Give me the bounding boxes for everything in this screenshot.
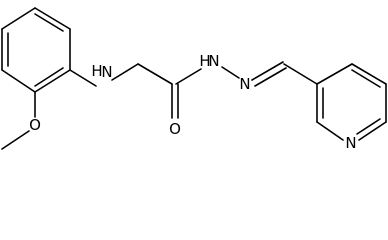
molecule-structure-diagram: O H N O H N N N xyxy=(1,7,387,152)
hydrazide-hydrogen-label: H xyxy=(199,52,210,70)
amine-hydrogen-label: H xyxy=(91,62,102,80)
carbonyl-oxygen-label: O xyxy=(169,120,181,138)
hydrazide-group: H N xyxy=(175,52,220,85)
hydrazide-nitrogen-label: N xyxy=(208,52,219,70)
pyridine-ring: N xyxy=(316,63,387,152)
imine-linkage: N xyxy=(221,61,318,93)
amine-linker: H N xyxy=(69,62,139,87)
pyridine-nitrogen-label: N xyxy=(345,134,356,152)
carbonyl-group: O xyxy=(137,63,181,138)
methoxy-oxygen-label: O xyxy=(29,116,41,134)
imine-nitrogen-label: N xyxy=(239,75,250,93)
benzene-ring xyxy=(1,7,71,93)
methoxy-group: O xyxy=(1,91,41,150)
amine-nitrogen-label: N xyxy=(101,63,112,81)
